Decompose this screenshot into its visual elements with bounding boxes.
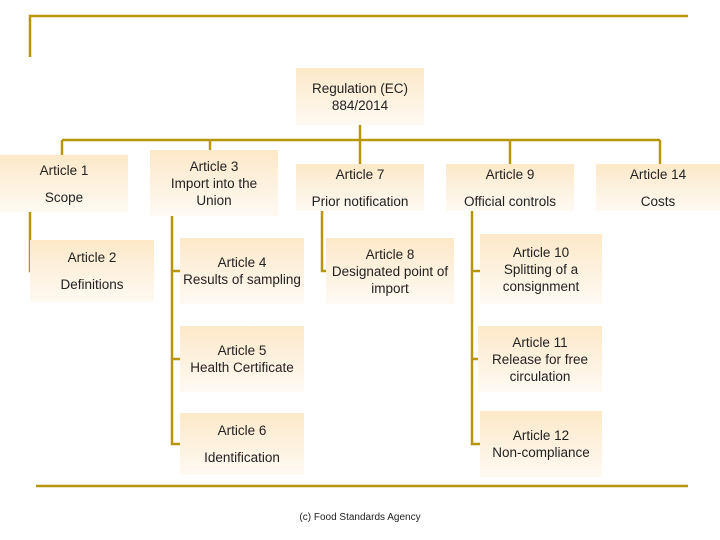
node-subtitle: Designated point of import [331,263,449,296]
node-subtitle: Non-compliance [492,445,590,460]
node-title: Article 7 [335,166,385,182]
node-title: Article 4 [217,255,267,270]
node-subtitle: Results of sampling [183,272,301,287]
node-article-7[interactable]: Article 7 Prior notification [296,164,424,211]
node-title: Article 14 [629,166,687,182]
node-title-line1: Regulation (EC) [311,80,409,96]
node-subtitle: Splitting of a consignment [502,261,580,294]
node-title: Article 9 [485,166,535,182]
copyright-credit: (c) Food Standards Agency [299,512,421,523]
node-article-9[interactable]: Article 9 Official controls [446,164,574,211]
node-title: Article 5 [217,343,267,358]
node-subtitle: Release for free circulation [491,351,589,384]
node-subtitle: Definitions [60,277,124,292]
node-subtitle: Official controls [463,193,557,209]
node-article-5[interactable]: Article 5 Health Certificate [180,326,304,392]
node-article-4[interactable]: Article 4 Results of sampling [180,238,304,304]
node-article-8[interactable]: Article 8 Designated point of import [326,238,454,304]
node-article-10[interactable]: Article 10 Splitting of a consignment [480,234,602,304]
node-article-12[interactable]: Article 12 Non-compliance [480,411,602,477]
node-article-2[interactable]: Article 2 Definitions [30,240,154,302]
node-title: Article 1 [39,162,89,178]
node-regulation-title[interactable]: Regulation (EC) 884/2014 [296,68,424,125]
node-subtitle: Import into the Union [170,175,258,208]
node-subtitle: Identification [204,450,280,465]
node-article-3[interactable]: Article 3 Import into the Union [150,150,278,216]
node-title: Article 6 [217,423,267,438]
node-title: Article 12 [512,428,570,443]
node-article-14[interactable]: Article 14 Costs [596,164,720,211]
node-subtitle: Health Certificate [190,360,294,375]
node-article-11[interactable]: Article 11 Release for free circulation [478,326,602,392]
node-title: Article 11 [512,334,568,350]
node-subtitle: Costs [640,193,676,209]
node-subtitle: Scope [44,189,84,205]
node-subtitle: Prior notification [311,193,409,209]
node-title: Article 8 [365,246,415,262]
node-title: Article 10 [512,244,570,260]
node-title-line2: 884/2014 [331,97,389,113]
node-article-6[interactable]: Article 6 Identification [180,413,304,475]
node-title: Article 2 [67,250,117,265]
node-article-1[interactable]: Article 1 Scope [0,155,128,212]
node-title: Article 3 [189,158,239,174]
